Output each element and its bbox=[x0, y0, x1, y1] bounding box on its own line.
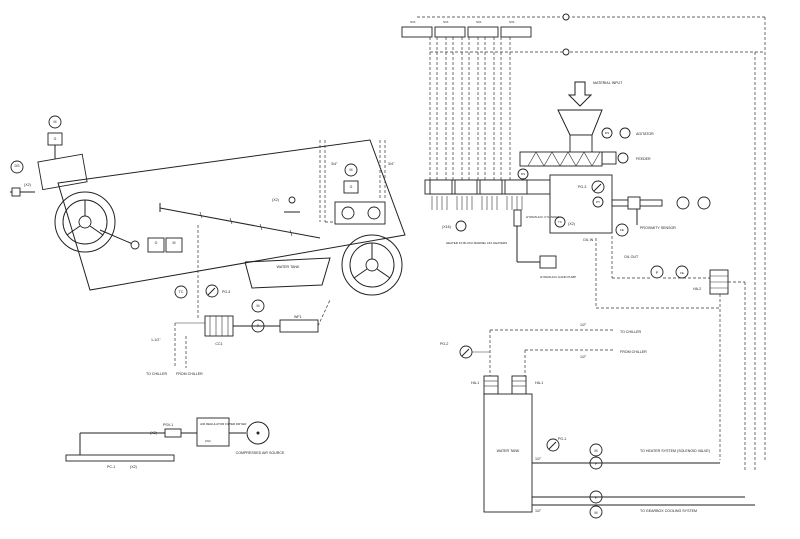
ha1-right bbox=[511, 375, 527, 395]
size4-label: 1/2" bbox=[535, 509, 542, 513]
size1-label: 1/2" bbox=[580, 323, 587, 327]
cc1-heat-exchanger bbox=[204, 315, 234, 337]
pump-bottom: P bbox=[595, 496, 598, 500]
pc1-cylinder bbox=[65, 454, 175, 462]
agitator-label: AGITATOR bbox=[636, 132, 654, 136]
drive-pulley bbox=[54, 191, 116, 253]
svg-text:SV1: SV1 bbox=[509, 20, 515, 24]
size2-label: 1/2" bbox=[580, 355, 587, 359]
to-gearbox-label: TO GEARBOX COOLING SYSTEM bbox=[640, 509, 697, 513]
hydraulic-cylinder bbox=[513, 209, 522, 227]
water-tank-label: WATER TANK bbox=[497, 449, 520, 453]
tc-x2-label: (X2) bbox=[568, 222, 575, 226]
heater-h bbox=[455, 220, 467, 232]
heater-feed-lines bbox=[429, 37, 511, 180]
regulator-x2: (X2) bbox=[205, 439, 211, 443]
heater-coils bbox=[431, 196, 523, 210]
oil-in-label: OIL IN bbox=[583, 238, 594, 242]
proximity-label: PROXIMITY SENSOR bbox=[640, 226, 676, 230]
conveyor-water-tank-label: WATER TANK bbox=[277, 265, 300, 269]
regulator-label: AIR REGULATOR FILTER DRYER bbox=[200, 422, 247, 426]
svg-text:P: P bbox=[656, 271, 659, 275]
to-chiller-right: TO CHILLER bbox=[620, 330, 642, 334]
pump-top: P bbox=[595, 462, 598, 466]
switch-x2-label: (X2) bbox=[272, 198, 279, 202]
to-heater-label: TO HEATER SYSTEM (SOLENOID VALVE) bbox=[640, 449, 710, 453]
ds-left-label: DS bbox=[15, 164, 21, 168]
hyd-cylinder-label: HYDRAULIC CYLINDER bbox=[526, 215, 560, 219]
compressed-air-source bbox=[246, 421, 270, 445]
ha2-label: HA-2 bbox=[693, 287, 701, 291]
pg3-label: PG-3 bbox=[578, 185, 586, 189]
solenoid-valve-1: SV1 bbox=[401, 20, 433, 38]
svg-text:SV1: SV1 bbox=[443, 20, 449, 24]
fe-oil-label: FE bbox=[620, 228, 624, 232]
svg-text:DS: DS bbox=[605, 131, 609, 135]
pump-motor-label: M bbox=[257, 304, 260, 308]
water-tank bbox=[483, 393, 533, 513]
hopper bbox=[557, 109, 603, 136]
size-right-label: 3/4" bbox=[388, 162, 395, 166]
tank-section: PG-2 1/2" 1/2" TO CHILLER FROM CHILLER H… bbox=[440, 323, 755, 519]
solenoid-valve-4: SV1 bbox=[500, 20, 532, 38]
tc-extruder-label: TC bbox=[558, 220, 563, 224]
ha1-left bbox=[483, 375, 499, 395]
solenoid-valve-3: SV1 bbox=[467, 20, 499, 38]
pg1-label: PG-1 bbox=[558, 437, 566, 441]
hand-pump-label: HYDRAULIC HAND PUMP bbox=[540, 275, 576, 279]
from-chiller-left: FROM CHILLER bbox=[176, 372, 203, 376]
size-chiller-label: 1-1/2" bbox=[151, 338, 161, 342]
pg4-label: PG-4 bbox=[222, 290, 230, 294]
material-input-label: MATERIAL INPUT bbox=[593, 81, 623, 85]
solenoid-valve-2: SV1 bbox=[434, 20, 466, 38]
from-chiller-right: FROM CHILLER bbox=[620, 350, 647, 354]
size3-label: 1/2" bbox=[535, 457, 542, 461]
wf1-label: WF1 bbox=[294, 315, 302, 319]
tail-pulley bbox=[341, 234, 403, 296]
feeder-label: FEEDER bbox=[636, 157, 651, 161]
gearbox-top-label: G bbox=[54, 137, 57, 141]
pump-top-motor: M bbox=[595, 449, 598, 453]
ha1-right-label: HA-1 bbox=[535, 381, 543, 385]
air-regulator bbox=[196, 417, 230, 447]
ds-extruder-label: DS bbox=[521, 172, 525, 176]
ds-left-circle bbox=[10, 160, 24, 174]
x2-left-label: (X2) bbox=[24, 183, 31, 187]
tc-conveyor-label: TC bbox=[179, 290, 184, 294]
ha1-left-label: HA-1 bbox=[471, 381, 479, 385]
motor-top-circle bbox=[48, 115, 62, 129]
compressed-air-label: COMPRESSED AIR SOURCE bbox=[236, 451, 285, 455]
size-left-label: 3/4" bbox=[331, 162, 338, 166]
x16-label: (X16) bbox=[442, 225, 451, 229]
motor-bottom-label: M bbox=[173, 241, 176, 245]
pt-label: PT bbox=[596, 200, 600, 204]
tc-conveyor bbox=[174, 285, 188, 299]
psv-label: PSV-1 bbox=[163, 423, 173, 427]
heater-label: HEATER 4X BLOCK BARREL 16X HEATERS bbox=[446, 241, 507, 245]
gearbox-bottom bbox=[147, 237, 165, 253]
oil-out-label: OIL OUT bbox=[624, 255, 639, 259]
pc1-x2-label: (X2) bbox=[130, 465, 137, 469]
wf1-filter bbox=[279, 319, 319, 333]
svg-text:FE: FE bbox=[680, 271, 684, 275]
extruder-section: SV1 SV1 SV1 SV1 bbox=[401, 13, 766, 470]
conveyor-belt bbox=[57, 139, 406, 291]
pc1-label: PC-1 bbox=[107, 465, 115, 469]
pg2-label: PG-2 bbox=[440, 342, 448, 346]
gearbox-bottom-label: G bbox=[155, 241, 158, 245]
motor-top-label: M bbox=[54, 120, 57, 124]
air-supply-section: PSV-1 (X2) AIR REGULATOR FILTER DRYER (X… bbox=[65, 417, 285, 469]
pump-bottom-motor: M bbox=[595, 511, 598, 515]
motor-right-label: M bbox=[350, 168, 353, 172]
conveyor-section: M G DS (X2) (X2) G M bbox=[10, 115, 406, 376]
material-input-arrow bbox=[567, 81, 593, 107]
svg-text:SV1: SV1 bbox=[476, 20, 482, 24]
gearbox-right-label: G bbox=[350, 185, 353, 189]
feed-screw bbox=[519, 151, 603, 167]
svg-text:SV1: SV1 bbox=[410, 20, 416, 24]
psv-valve bbox=[164, 428, 182, 438]
to-chiller-left: TO CHILLER bbox=[146, 372, 168, 376]
cc1-label: CC1 bbox=[215, 342, 222, 346]
